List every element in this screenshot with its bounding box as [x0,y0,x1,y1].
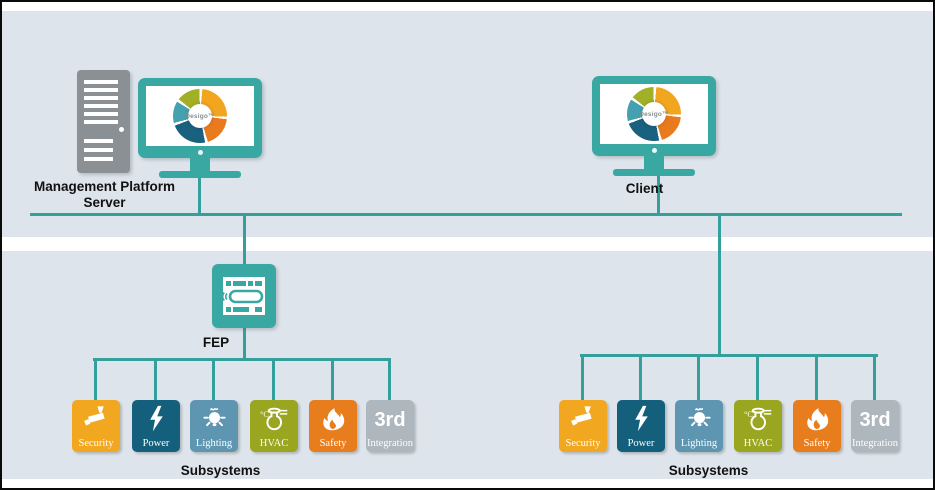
drop-line [94,358,97,400]
lightning-bolt-icon [617,404,665,433]
subsystem-tile-lighting: Lighting [190,400,238,452]
subsystem-label: Integration [851,438,899,449]
svg-text:°C: °C [260,410,269,419]
drop-line [639,354,642,400]
fep-device-icon [212,264,276,328]
desigo-logo-label: Desigo™ [185,112,215,120]
subsystem-tile-3rd-integration: 3rd Integration [366,400,414,452]
subsystem-tile-hvac: °C HVAC [734,400,782,452]
lightning-bolt-icon [132,404,180,433]
subsystem-tile-security: Security [559,400,607,452]
drop-line [154,358,157,400]
subsystem-tile-3rd-integration: 3rd Integration [851,400,899,452]
light-bulb-icon [675,404,723,433]
svg-text:°C: °C [744,410,753,419]
flame-icon [309,404,357,433]
monitor-stand-neck [644,156,664,169]
subsystem-label: Security [565,438,601,449]
main-network-bus [30,213,902,216]
subsystem-label: Safety [803,438,831,449]
server-tower-icon [77,70,130,173]
right-branch-line [718,216,721,356]
subsystem-tile-lighting: Lighting [675,400,723,452]
monitor-frame: Desigo™ [138,78,262,158]
subsystem-label: HVAC [743,438,773,449]
client-connector-line [657,172,660,213]
subsystem-label: Safety [319,438,347,449]
subsystem-label: Lighting [680,438,718,449]
server-connector-line [198,172,201,213]
subsystem-label: Power [142,438,170,449]
fep-label: FEP [202,335,230,350]
3rd-party-text: 3rd [859,409,891,431]
subsystem-label: Security [78,438,114,449]
thermometer-flask-icon: °C [734,404,782,433]
monitor-stand-neck [190,158,210,171]
subsystems-caption-left: Subsystems [180,463,261,478]
subsystem-tile-security: Security [72,400,120,452]
monitor-chin-dot [652,147,657,153]
desigo-logo-label: Desigo™ [639,110,669,118]
light-bulb-icon [190,404,238,433]
right-subsystem-bus [580,354,878,357]
desigo-logo-icon: Desigo™ [173,89,227,143]
subsystem-tile-power: Power [132,400,180,452]
fep-connector-top [243,216,246,266]
cctv-camera-icon [559,404,607,433]
monitor-screen: Desigo™ [600,84,708,144]
fep-connector-bottom [243,326,246,360]
subsystem-tile-hvac: °C HVAC [250,400,298,452]
drop-line [581,354,584,400]
client-label: Client [625,181,664,196]
thermometer-flask-icon: °C [250,404,298,433]
subsystem-label: Integration [366,438,414,449]
subsystem-tile-safety: Safety [793,400,841,452]
monitor-screen: Desigo™ [146,86,254,146]
subsystem-tile-power: Power [617,400,665,452]
drop-line [331,358,334,400]
subsystem-label: HVAC [259,438,289,449]
drop-line [815,354,818,400]
management-platform-server-label: Management Platform Server [33,179,176,210]
flame-icon [793,404,841,433]
drop-line [756,354,759,400]
subsystem-label: Lighting [195,438,233,449]
monitor-frame: Desigo™ [592,76,716,156]
drop-line [212,358,215,400]
monitor-stand-base [159,171,241,178]
subsystems-caption-right: Subsystems [668,463,749,478]
monitor-stand-base [613,169,695,176]
subsystem-label: Power [627,438,655,449]
drop-line [272,358,275,400]
subsystem-tile-safety: Safety [309,400,357,452]
left-subsystem-bus [93,358,391,361]
drop-line [388,358,391,400]
drop-line [697,354,700,400]
drop-line [873,354,876,400]
cctv-camera-icon [72,404,120,433]
power-led [119,127,124,132]
monitor-chin-dot [198,149,203,155]
3rd-party-text: 3rd [374,409,406,431]
desigo-logo-icon: Desigo™ [627,87,681,141]
